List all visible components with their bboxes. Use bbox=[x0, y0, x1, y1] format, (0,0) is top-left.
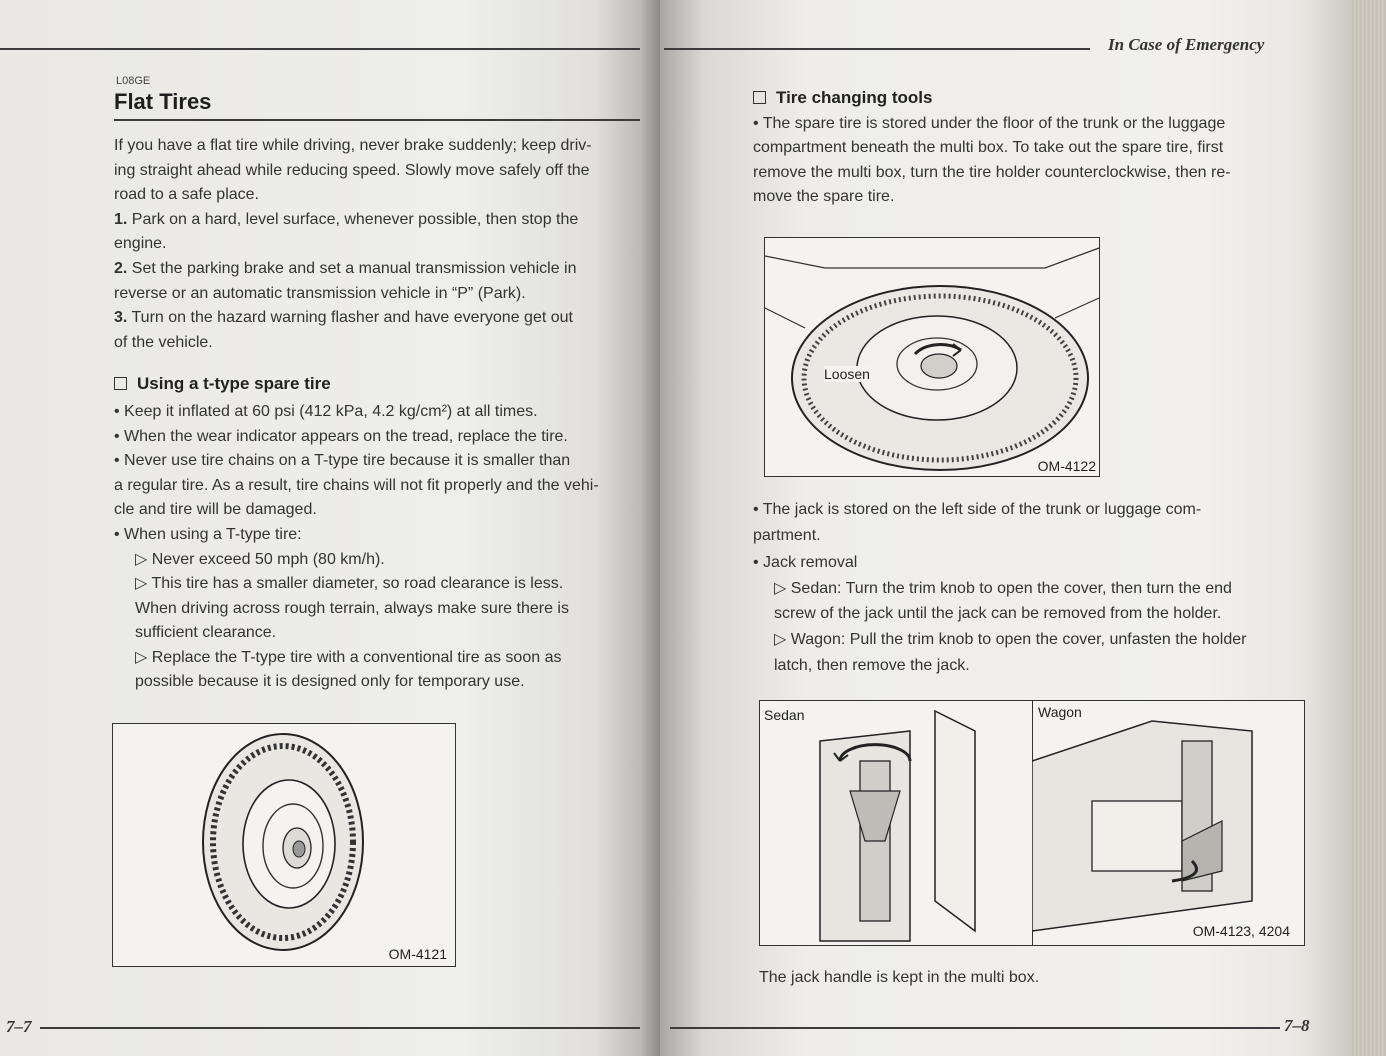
jack-removal-heading: • Jack removal bbox=[753, 554, 858, 572]
intro-line: If you have a flat tire while driving, n… bbox=[114, 137, 592, 154]
checkbox-icon bbox=[753, 91, 766, 104]
step-text: Park on a hard, level surface, whenever … bbox=[131, 210, 579, 228]
right-page: In Case of Emergency Tire changing tools… bbox=[660, 0, 1386, 1056]
left-page: L08GE Flat Tires If you have a flat tire… bbox=[0, 0, 662, 1056]
bullet-line: cle and tire will be damaged. bbox=[114, 501, 317, 519]
header-rule bbox=[0, 48, 640, 50]
jack-step-line: latch, then remove the jack. bbox=[774, 656, 970, 674]
section-heading-row: Using a t-type spare tire bbox=[114, 372, 644, 398]
wagon-jack-illustration bbox=[1032, 720, 1253, 932]
bullet-line: • When the wear indicator appears on the… bbox=[114, 427, 568, 445]
step-cont: reverse or an automatic transmission veh… bbox=[114, 284, 526, 302]
sub-bullet-line: sufficient clearance. bbox=[135, 624, 277, 642]
step-cont: engine. bbox=[114, 235, 167, 253]
sub-bullet-line: ▷ Replace the T-type tire with a convent… bbox=[135, 648, 562, 666]
left-body: If you have a flat tire while driving, n… bbox=[114, 134, 644, 695]
intro-line: ing straight ahead while reducing speed.… bbox=[114, 161, 590, 179]
figure-spare-tire-trunk: Loosen OM-4122 bbox=[764, 237, 1100, 477]
header-rule bbox=[664, 48, 1090, 50]
right-body-jack: • The jack is stored on the left side of… bbox=[753, 497, 1313, 678]
step-1: 1. Park on a hard, level surface, whenev… bbox=[114, 208, 644, 233]
bullet-line: • When using a T-type tire: bbox=[114, 525, 302, 543]
section-heading: Using a t-type spare tire bbox=[137, 374, 331, 394]
page-number: 7–8 bbox=[1284, 1016, 1310, 1035]
bullet-line: a regular tire. As a result, tire chains… bbox=[114, 476, 599, 494]
wagon-label: Wagon bbox=[1038, 704, 1082, 720]
section-heading-row: Tire changing tools bbox=[753, 86, 1313, 112]
jack-step-line: ▷ Wagon: Pull the trim knob to open the … bbox=[774, 630, 1247, 648]
figure-label: OM-4121 bbox=[388, 946, 447, 962]
sedan-label: Sedan bbox=[764, 707, 805, 723]
footer-rule bbox=[40, 1027, 640, 1029]
jack-line: • The jack is stored on the left side of… bbox=[753, 501, 1202, 518]
step-2: 2. Set the parking brake and set a manua… bbox=[114, 257, 644, 282]
intro-line: compartment beneath the multi box. To ta… bbox=[753, 139, 1224, 157]
sub-bullet-line: ▷ This tire has a smaller diameter, so r… bbox=[135, 575, 564, 593]
intro-line: • The spare tire is stored under the flo… bbox=[753, 114, 1226, 132]
figure-jack: Sedan Wagon OM-4123, 4204 bbox=[759, 700, 1305, 946]
sedan-jack-illustration bbox=[819, 709, 976, 942]
page-number: 7–7 bbox=[6, 1017, 32, 1036]
trunk-tire-illustration bbox=[764, 247, 1100, 471]
step-number: 3. bbox=[114, 309, 128, 327]
intro-line: move the spare tire. bbox=[753, 188, 895, 206]
bullet-line: • Never use tire chains on a T-type tire… bbox=[114, 452, 571, 470]
bullet-line: • Keep it inflated at 60 psi (412 kPa, 4… bbox=[114, 402, 538, 420]
step-number: 1. bbox=[114, 210, 128, 228]
intro-line: road to a safe place. bbox=[114, 186, 259, 204]
title-rule bbox=[114, 119, 640, 121]
intro-line: remove the multi box, turn the tire hold… bbox=[753, 163, 1231, 181]
step-text: Turn on the hazard warning flasher and h… bbox=[131, 309, 573, 327]
loosen-callout: Loosen bbox=[824, 366, 870, 382]
sub-bullet-line: possible because it is designed only for… bbox=[135, 673, 525, 691]
page-edges bbox=[1350, 0, 1386, 1056]
figure-spare-tire: OM-4121 bbox=[112, 723, 456, 967]
page-title: Flat Tires bbox=[114, 89, 212, 114]
footer-rule bbox=[670, 1027, 1280, 1029]
step-number: 2. bbox=[114, 259, 128, 277]
closing-line: The jack handle is kept in the multi box… bbox=[759, 969, 1040, 986]
spare-tire-illustration bbox=[202, 733, 364, 951]
figure-label: OM-4122 bbox=[1037, 458, 1096, 474]
step-cont: of the vehicle. bbox=[114, 333, 213, 351]
step-text: Set the parking brake and set a manual t… bbox=[131, 259, 577, 277]
step-3: 3. Turn on the hazard warning flasher an… bbox=[114, 306, 644, 331]
jack-step-line: ▷ Sedan: Turn the trim knob to open the … bbox=[774, 579, 1232, 597]
running-header: In Case of Emergency bbox=[1108, 35, 1265, 54]
sub-bullet-line: ▷ Never exceed 50 mph (80 km/h). bbox=[135, 550, 385, 568]
sub-bullet-line: When driving across rough terrain, alway… bbox=[135, 599, 569, 617]
figure-label: OM-4123, 4204 bbox=[1192, 923, 1290, 939]
section-heading: Tire changing tools bbox=[776, 88, 933, 107]
section-code: L08GE bbox=[116, 75, 151, 87]
jack-line: partment. bbox=[753, 526, 821, 544]
right-body: Tire changing tools • The spare tire is … bbox=[753, 86, 1313, 210]
jack-step-line: screw of the jack until the jack can be … bbox=[774, 605, 1222, 623]
checkbox-icon bbox=[114, 377, 127, 391]
